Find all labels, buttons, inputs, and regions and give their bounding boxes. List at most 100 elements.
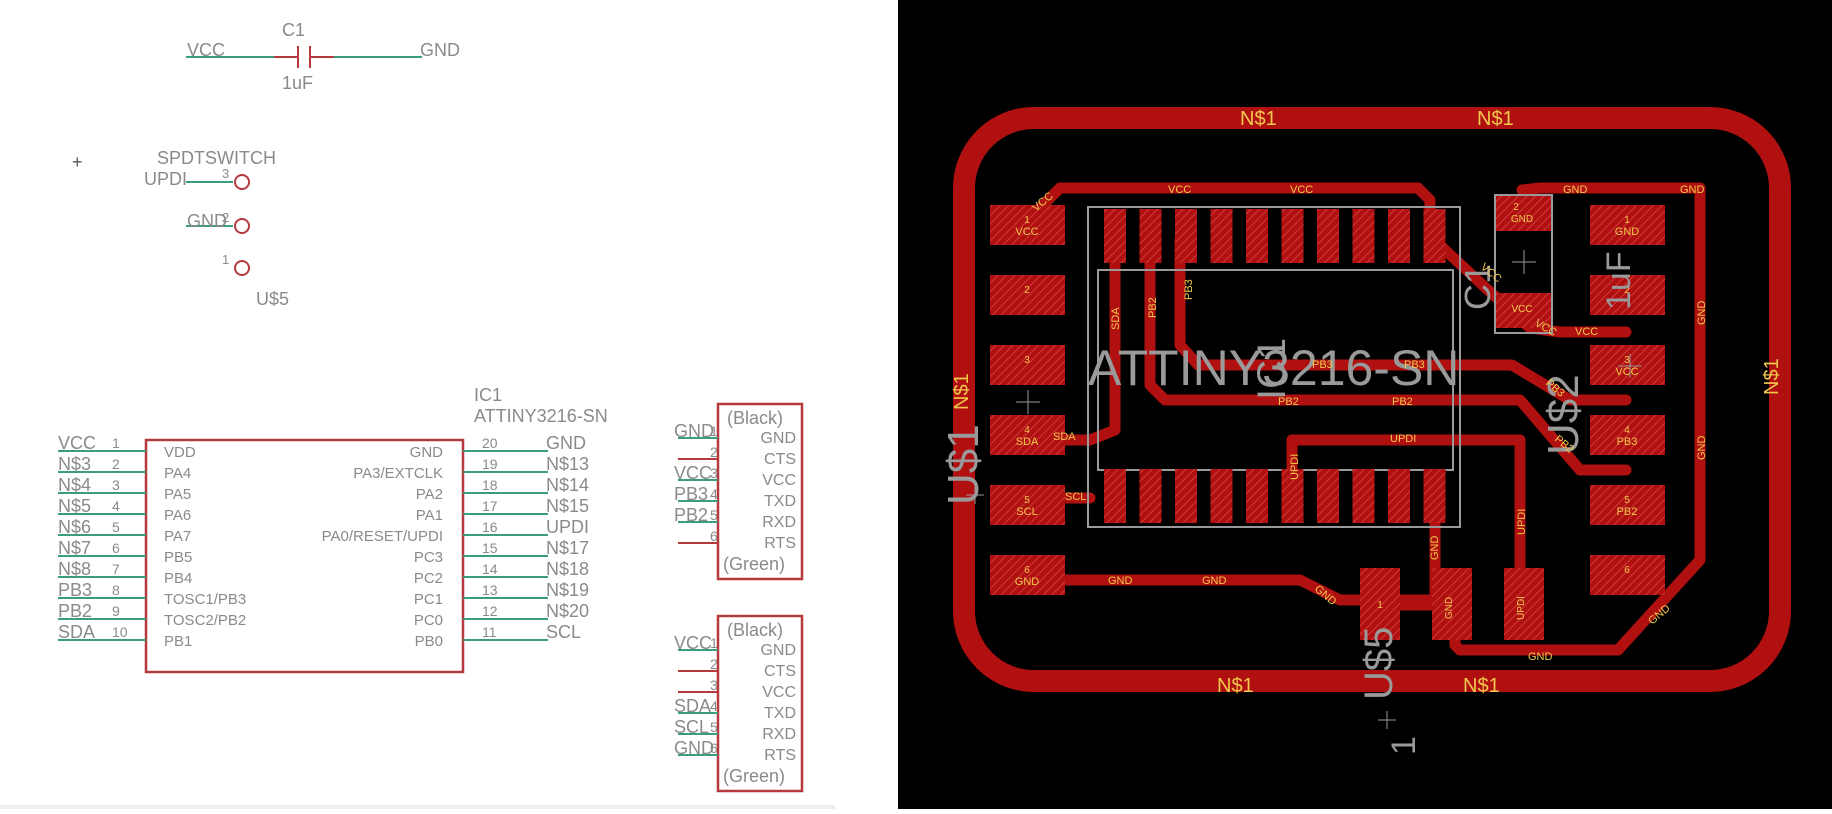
ic-pad[interactable] [1104, 469, 1126, 523]
header-pad[interactable] [1590, 555, 1665, 595]
text-label: VCC [1615, 366, 1638, 378]
text-label: GND [1312, 583, 1338, 608]
switch-u5[interactable]: + SPDTSWITCH UPDI GND 3 2 1 U$5 [72, 148, 289, 309]
text-label: N$6 [58, 517, 91, 537]
ic-pad[interactable] [1423, 469, 1446, 523]
ic-pad[interactable] [1388, 469, 1410, 523]
header-pad[interactable] [1590, 275, 1665, 315]
text-label: N$13 [546, 454, 589, 474]
text-label: PA5 [164, 486, 191, 503]
text-label: 6 [1024, 565, 1030, 576]
ic-pad[interactable] [1210, 209, 1233, 263]
text-label: N$1 [1463, 675, 1500, 697]
pad-net: VCC [1511, 304, 1532, 315]
header-pad[interactable] [990, 205, 1065, 245]
text-label: N$7 [58, 538, 91, 558]
ic-pad[interactable] [1352, 209, 1375, 263]
net-label: UPDI [144, 169, 187, 189]
cap-pad[interactable] [1496, 293, 1551, 328]
border-trace[interactable] [953, 107, 1791, 692]
text-label: 1 [710, 423, 718, 439]
text-label: 11 [482, 624, 497, 640]
header-pad[interactable] [1590, 485, 1665, 525]
switch-pad[interactable] [1360, 568, 1400, 640]
ic-pad[interactable] [1352, 469, 1375, 523]
text-label: PB3 [1183, 279, 1195, 300]
text-label: 3 [710, 465, 718, 481]
ic-pad[interactable] [1317, 209, 1339, 263]
text-label: N$1 [1217, 675, 1254, 697]
pad-net: GND [1511, 214, 1533, 225]
header-pad[interactable] [990, 555, 1065, 595]
ic-pad[interactable] [1246, 209, 1268, 263]
text-label: 2 [1624, 285, 1630, 296]
header-pad[interactable] [1590, 415, 1665, 455]
text-label: GND [760, 642, 796, 659]
ic-pad[interactable] [1317, 469, 1339, 523]
switch-pad[interactable] [1432, 568, 1472, 640]
ic-pad[interactable] [1210, 469, 1233, 523]
cap-pad[interactable] [1496, 196, 1551, 231]
header-pad[interactable] [990, 345, 1065, 385]
ic-pad[interactable] [1388, 209, 1410, 263]
switch-pad[interactable] [1504, 568, 1544, 640]
ic-pad[interactable] [1139, 469, 1162, 523]
text-label: 6 [112, 540, 120, 556]
ic-pad[interactable] [1175, 469, 1197, 523]
pin-number: 3 [222, 166, 229, 181]
header-2-body[interactable] [716, 614, 804, 793]
ic-pad[interactable] [1175, 209, 1197, 263]
header-bottom-label: (Green) [723, 554, 785, 574]
text-label: N$8 [58, 559, 91, 579]
left-header-silk: U$1 [939, 424, 988, 505]
header-1-body[interactable] [716, 402, 804, 581]
text-label: 4 [1624, 425, 1630, 436]
ic-pad[interactable] [1246, 469, 1268, 523]
ic-pad[interactable] [1139, 209, 1162, 263]
part-name: C1 [282, 20, 305, 40]
header-pad[interactable] [990, 415, 1065, 455]
text-label: 18 [482, 477, 498, 493]
text-label: 10 [112, 624, 128, 640]
text-label: GND [1615, 226, 1640, 238]
ic-pad[interactable] [1104, 209, 1126, 263]
header-pad[interactable] [1590, 345, 1665, 385]
capacitor-c1[interactable]: VCC GND C1 1uF [186, 20, 460, 93]
header-pad[interactable] [1590, 205, 1665, 245]
text-label: PB2 [674, 505, 708, 525]
text-label: GND [1108, 575, 1133, 587]
text-label: GND [1015, 576, 1040, 588]
text-label: 8 [112, 582, 120, 598]
ic-body-outline [1097, 269, 1454, 471]
ic-pad[interactable] [1281, 209, 1304, 263]
header-top-label: (Black) [727, 408, 783, 428]
ic-pad[interactable] [1281, 469, 1304, 523]
text-label: N$19 [546, 580, 589, 600]
text-label: N$1 [951, 373, 973, 410]
ic-pad[interactable] [1423, 209, 1446, 263]
text-label: 4 [710, 486, 718, 502]
crosshair-icons [966, 250, 1642, 729]
ic-name-silk: IC1 [1250, 338, 1294, 400]
text-label: TOSC1/PB3 [164, 591, 246, 608]
text-label: RXD [762, 514, 796, 531]
text-label: VCC [762, 684, 796, 701]
text-label: PB3 [58, 580, 92, 600]
header-pad[interactable] [990, 275, 1065, 315]
ic-pads[interactable] [1104, 209, 1446, 523]
text-label: 17 [482, 498, 498, 514]
text-label: 19 [482, 456, 498, 472]
text-label: SDA [1053, 431, 1076, 443]
text-label: PB2 [1617, 506, 1638, 518]
header-pad[interactable] [990, 485, 1065, 525]
text-label: CTS [764, 663, 796, 680]
text-label: SDA [674, 696, 711, 716]
text-label: GND [674, 738, 714, 758]
part-name: IC1 [474, 385, 502, 405]
text-label: 13 [482, 582, 498, 598]
text-label: 6 [1624, 565, 1630, 576]
text-label: N$1 [1761, 358, 1783, 395]
